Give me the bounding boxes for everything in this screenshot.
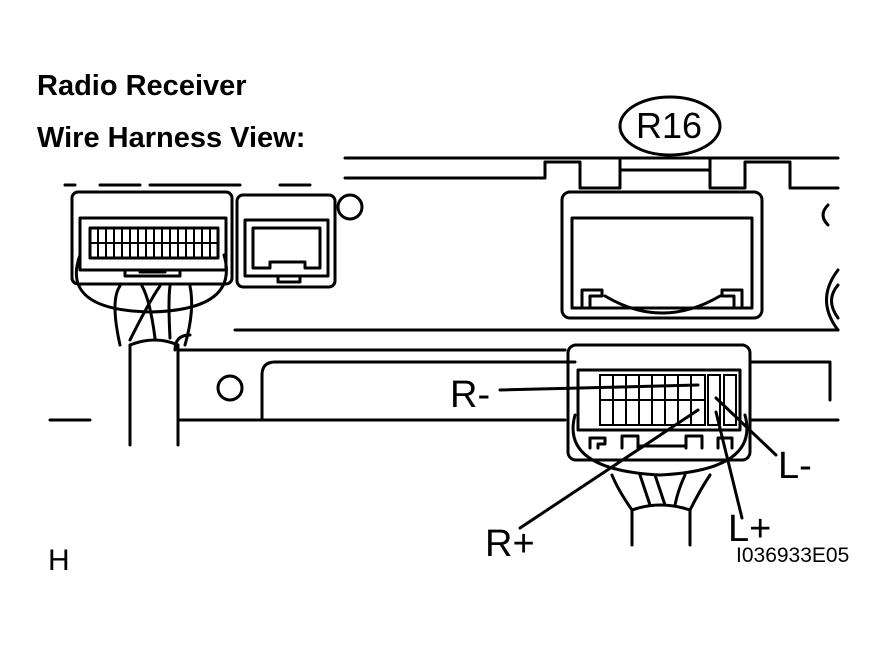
upper-left-tabs [63, 183, 364, 221]
diagram-title: Radio Receiver [37, 70, 247, 102]
leader-r-plus [518, 408, 700, 530]
figure-code: I036933E05 [736, 544, 850, 567]
r16-connector [566, 343, 752, 477]
pin-label-l-minus: L- [778, 445, 812, 487]
receiver-housing [48, 156, 840, 422]
pin-label-r-plus: R+ [485, 523, 535, 565]
pin-leader-lines [498, 383, 778, 530]
pin-label-r-minus: R- [450, 374, 491, 416]
r16-wire-bundle [610, 473, 712, 547]
leader-l-plus [714, 410, 744, 520]
upper-right-connector [560, 190, 840, 332]
leader-r-minus [498, 383, 700, 392]
leader-l-minus [714, 396, 778, 457]
connector-id-label: R16 [636, 105, 703, 146]
center-connector [216, 193, 337, 402]
connector-id-oval [618, 95, 722, 157]
pin-label-l-plus: L+ [728, 508, 772, 550]
left-wire-bundle [113, 284, 194, 447]
diagram-subtitle: Wire Harness View: [37, 122, 306, 154]
left-connector [70, 190, 234, 314]
corner-letter: H [48, 544, 70, 577]
